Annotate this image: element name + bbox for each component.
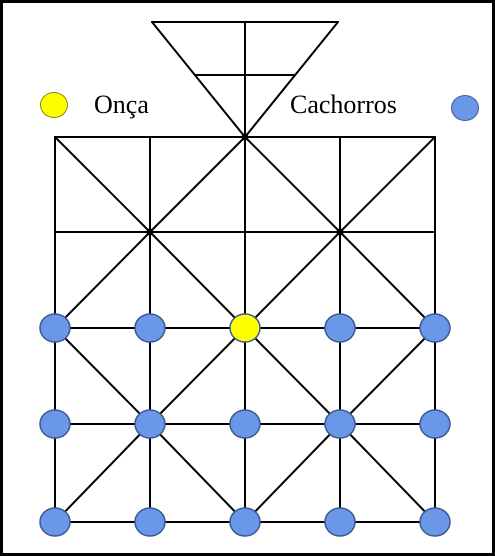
diagonal-line xyxy=(339,423,436,523)
dog-piece[interactable] xyxy=(39,409,71,439)
diagonal-line xyxy=(54,327,151,425)
board-junctions xyxy=(146,133,344,236)
dog-piece[interactable] xyxy=(39,313,71,343)
diagonal-line xyxy=(244,136,341,233)
diagonal-line xyxy=(244,327,341,425)
diagonal-line xyxy=(54,231,151,329)
dog-piece[interactable] xyxy=(324,409,356,439)
diagonal-line xyxy=(54,423,151,523)
dog-piece[interactable] xyxy=(134,313,166,343)
den-left-edge xyxy=(151,21,246,138)
dog-piece[interactable] xyxy=(324,507,356,537)
junction-dot xyxy=(146,228,154,236)
diagonal-line xyxy=(339,231,436,329)
dogs-legend-marker xyxy=(451,95,479,121)
board-lines xyxy=(54,21,436,523)
jaguar-legend-label: Onça xyxy=(94,90,149,119)
diagonal-line xyxy=(149,423,246,523)
den-right-edge xyxy=(244,21,339,138)
diagonal-line xyxy=(149,136,246,233)
dog-piece[interactable] xyxy=(419,507,451,537)
diagonal-line xyxy=(339,136,436,233)
diagonal-line xyxy=(339,327,436,425)
dog-piece[interactable] xyxy=(229,507,261,537)
jaguar-legend-marker xyxy=(40,92,68,118)
diagonal-line xyxy=(244,231,341,329)
diagonal-line xyxy=(149,231,246,329)
diagonal-line xyxy=(244,423,341,523)
dogs-legend-label: Cachorros xyxy=(290,90,397,119)
dog-piece[interactable] xyxy=(419,409,451,439)
dog-piece[interactable] xyxy=(134,409,166,439)
junction-dot xyxy=(241,133,249,141)
diagonal-line xyxy=(149,327,246,425)
diagonal-line xyxy=(54,136,151,233)
junction-dot xyxy=(336,228,344,236)
dog-piece[interactable] xyxy=(39,507,71,537)
dog-piece[interactable] xyxy=(419,313,451,343)
dog-piece[interactable] xyxy=(229,409,261,439)
dog-piece[interactable] xyxy=(324,313,356,343)
board-pieces xyxy=(39,313,451,537)
dog-piece[interactable] xyxy=(134,507,166,537)
jaguar-piece[interactable] xyxy=(229,313,261,343)
